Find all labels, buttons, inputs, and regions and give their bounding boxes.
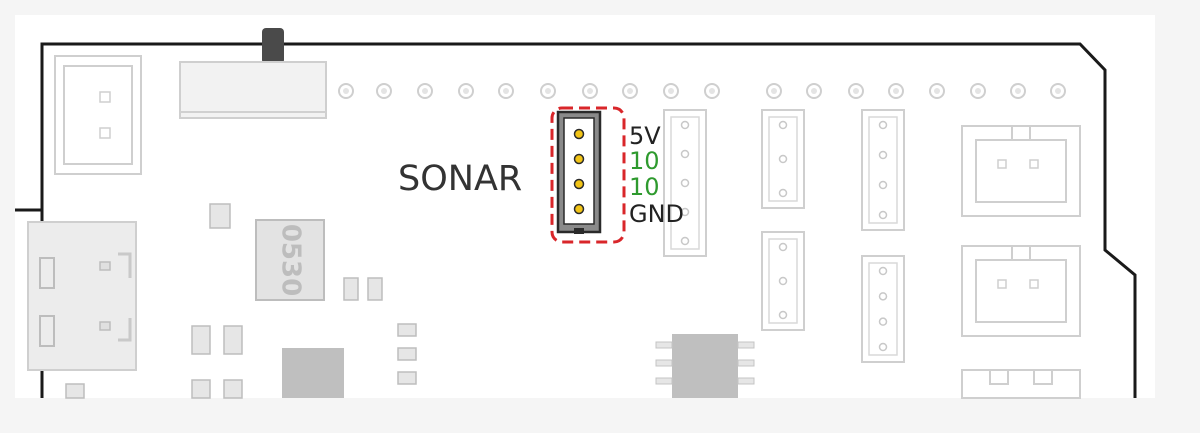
sonar-pin-dots [573, 128, 585, 215]
slide-switch [179, 28, 327, 119]
smd-components [65, 203, 417, 399]
servo-connector [761, 109, 805, 209]
chip-marking: 0530 [276, 224, 306, 296]
other-connectors [663, 109, 905, 363]
servo-connector [761, 231, 805, 331]
header-pin [622, 83, 638, 99]
header-pin [1050, 83, 1066, 99]
sonar-connector [550, 106, 626, 244]
header-pin [417, 83, 433, 99]
sonar-highlight-box [550, 106, 626, 244]
header-pin [929, 83, 945, 99]
header-pin [704, 83, 720, 99]
header-pin [1010, 83, 1026, 99]
header-pin [582, 83, 598, 99]
header-pin [888, 83, 904, 99]
servo-connector [861, 255, 905, 363]
pin-label: GND [629, 200, 684, 228]
sonar-pin-dot [573, 128, 585, 140]
header-pin [498, 83, 514, 99]
header-pin [806, 83, 822, 99]
ic-chip-soic [655, 334, 755, 398]
servo-connector [663, 109, 707, 257]
header-pins-row [338, 83, 1066, 99]
pin-label: 10 [629, 147, 660, 175]
ic-chip-lower-left [282, 348, 344, 398]
pin-label: 5V [629, 122, 661, 150]
header-pin [540, 83, 556, 99]
header-pin [663, 83, 679, 99]
sonar-pin-dot [573, 203, 585, 215]
header-pin [848, 83, 864, 99]
header-pin [338, 83, 354, 99]
pin-label: 10 [629, 173, 660, 201]
sonar-label: SONAR [398, 159, 522, 199]
header-pin [376, 83, 392, 99]
inductor-chip: 0530 [255, 219, 325, 301]
header-pin [458, 83, 474, 99]
servo-connector [861, 109, 905, 231]
right-side-connectors [961, 125, 1081, 399]
header-pin [970, 83, 986, 99]
usb-c-connector [27, 221, 137, 371]
header-pin [766, 83, 782, 99]
sonar-pin-dot [573, 153, 585, 165]
sonar-pin-dot [573, 178, 585, 190]
top-left-connector [54, 55, 142, 175]
